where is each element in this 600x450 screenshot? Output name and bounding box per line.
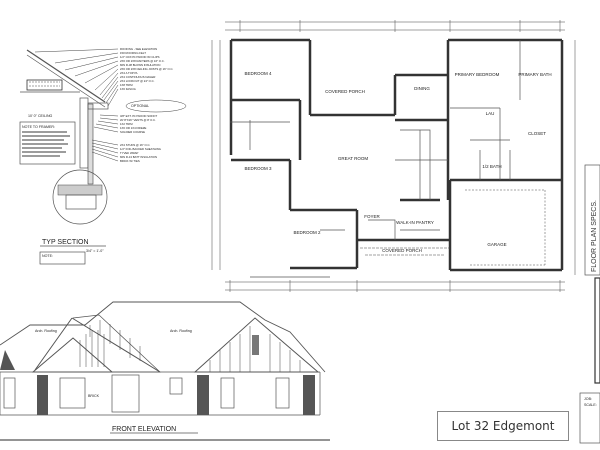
room-dining: DINING: [414, 86, 430, 91]
section-callout: 1/2" FOIL BACKED SHEATHING: [120, 147, 161, 151]
room-closet: CLOSET: [528, 131, 546, 136]
front-elevation: Arch. Roofing Arch. Roofing BRICK FRONT …: [0, 301, 330, 441]
brick-label: BRICK: [88, 394, 100, 398]
section-callout: MIN R-38 BLOWN INSULATION: [120, 63, 160, 67]
room-laundry: LAU: [486, 111, 495, 116]
section-callout: 2X4 A TOP PL: [120, 71, 138, 75]
section-callout: 1/2" CDX PLYWOOD W/ CLIPS: [120, 55, 160, 59]
floor-plan: BEDROOM 4 COVERED PORCH DINING PRIMARY B…: [211, 20, 576, 292]
typ-section-drawing: OPTIONAL 10' 0" CEILING NOTE TO FRAMER: …: [19, 48, 187, 265]
section-callout: 2X4 CONTINUOUS NAILER: [120, 75, 155, 79]
section-note: NOTE:: [42, 254, 53, 258]
section-callout: TYVEK WRAP: [120, 151, 138, 155]
section-callout: 2X4 LOOKOUT @ 24" O.C.: [120, 79, 155, 83]
room-covered-porch-front: COVERED PORCH: [382, 248, 422, 253]
section-callout: SOLDIER COURSE: [120, 130, 145, 134]
callout-leaders: [34, 48, 119, 162]
room-primary-bedroom: PRIMARY BEDROOM: [455, 72, 500, 77]
room-half-bath: 1/2 BATH: [482, 164, 501, 169]
section-callout: 2X6 OR 2X8 CEILING JOISTS @ 16" O.C.: [120, 67, 173, 71]
title-block: FLOOR PLAN SPECS. JOB: SCALE:: [250, 164, 600, 444]
room-garage: GARAGE: [487, 242, 506, 247]
section-callout: BRICK W/ TIES: [120, 159, 140, 163]
section-callout: W/ 8"X16" VENTS @ 8' O.C.: [120, 118, 156, 122]
ceiling-label: 10' 0" CEILING: [28, 114, 53, 118]
section-callout: 15# ROOFING FELT: [120, 51, 146, 55]
scale-label: SCALE:: [584, 403, 597, 407]
room-bedroom-3: BEDROOM 3: [244, 166, 272, 171]
section-callout: ROOFING - SEE ELEVATION: [120, 47, 157, 51]
room-covered-porch-rear: COVERED PORCH: [325, 89, 365, 94]
room-walk-in-pantry: WALK-IN PANTRY: [396, 220, 434, 225]
roofing-label-left: Arch. Roofing: [35, 329, 57, 333]
roofing-label-center: Arch. Roofing: [170, 329, 192, 333]
section-callout: 2X4 STUDS @ 16" O.C.: [120, 143, 150, 147]
section-callout: 1X8 TRIM: [120, 83, 133, 87]
room-bedroom-4: BEDROOM 4: [244, 71, 272, 76]
optional-label: OPTIONAL: [131, 104, 149, 108]
job-label: JOB:: [584, 397, 592, 401]
section-callout: 1X6 OR 1X4 FRIEZE: [120, 126, 147, 130]
section-callout: 3/8" EXT. PLYWOOD SOFFIT: [120, 114, 157, 118]
front-elevation-title: FRONT ELEVATION: [112, 426, 176, 433]
floor-plan-specs-label: FLOOR PLAN SPECS.: [591, 200, 598, 272]
framer-note: NOTE TO FRAMER:: [22, 125, 55, 129]
typ-section-scale: 3/4" = 1'-0": [86, 249, 104, 253]
room-great-room: GREAT ROOM: [338, 156, 369, 161]
lot-title-box: Lot 32 Edgemont: [437, 411, 569, 441]
room-foyer: FOYER: [364, 214, 380, 219]
section-callout: 1X2 TRIM: [120, 122, 133, 126]
section-callout: MIN R-13 BATT INSULATION: [120, 155, 157, 159]
room-bedroom-2: BEDROOM 2: [293, 230, 321, 235]
room-primary-bath: PRIMARY BATH: [518, 72, 551, 77]
section-callout: 2X6 OR 2X8 RAFTERS @ 16" O.C.: [120, 59, 165, 63]
section-callout: 1X6 FASCIA: [120, 87, 136, 91]
typ-section-title: TYP SECTION: [42, 239, 89, 246]
